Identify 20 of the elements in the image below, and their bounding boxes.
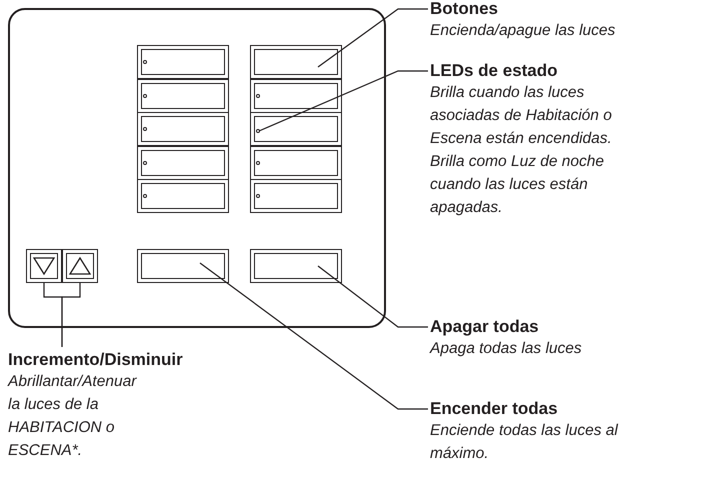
callout-heading: LEDs de estado <box>430 60 559 81</box>
callout-heading: Botones <box>430 0 499 19</box>
callout-description: Encienda/apague las luces <box>430 21 616 41</box>
leader-line <box>200 262 428 410</box>
dim-button <box>26 249 62 283</box>
callout-description: Apaga todas las luces <box>430 339 583 359</box>
callout-heading: Incremento/Disminuir <box>8 349 184 370</box>
keypad-button <box>250 45 342 79</box>
callout-heading: Encender todas <box>430 398 559 419</box>
callout-description: Enciende todas las luces al máximo. <box>430 421 620 464</box>
callout-description: Brilla cuando las luces asociadas de Habitación o Escena están encendidas. Brilla como Luz de noche cuando las luces están apagadas. <box>430 83 613 218</box>
leader-line <box>318 266 428 328</box>
callout-description: Abrillantar/Atenuar la luces de la HABITACION o ESCENA*. <box>8 372 138 461</box>
callout-heading: Apagar todas <box>430 316 540 337</box>
keypad-button <box>137 249 229 283</box>
leader-line <box>318 8 428 68</box>
status-led <box>256 129 260 133</box>
brighten-button <box>62 249 98 283</box>
keypad-button <box>250 249 342 283</box>
leader-line <box>61 283 81 347</box>
